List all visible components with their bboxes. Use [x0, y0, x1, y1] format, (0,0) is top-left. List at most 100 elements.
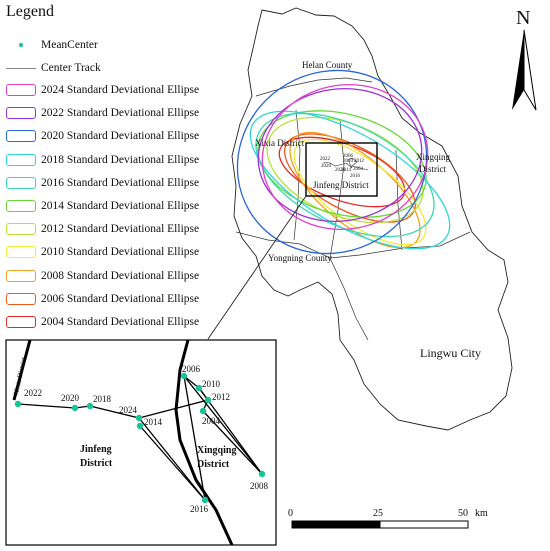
ellipse-swatch	[6, 130, 36, 143]
legend-label: 2024 Standard Deviational Ellipse	[41, 84, 200, 96]
ellipse-swatch	[6, 246, 36, 259]
main-year-label: 2012	[354, 159, 365, 164]
ellipse-2016	[255, 112, 435, 238]
legend-item-ellipse-2018: 2018 Standard Deviational Ellipse	[6, 152, 199, 168]
ellipse-2018	[249, 110, 451, 250]
scale-unit: km	[475, 508, 488, 519]
legend-item-center-track: Center Track	[6, 60, 101, 76]
mean-center-label-2016: 2016	[190, 504, 209, 514]
track-segment	[138, 417, 206, 501]
inset-jinfeng-xingqing-boundary	[174, 339, 234, 546]
inset-frame	[5, 339, 277, 546]
mean-center-2012	[204, 396, 212, 404]
label-xingqing-line2: District	[419, 164, 446, 174]
ellipse-swatch	[6, 200, 36, 212]
ellipse-swatch	[6, 223, 36, 236]
ellipse-2022	[257, 88, 423, 222]
track-segment	[138, 399, 209, 419]
main-year-labels: 2022 2020 2024 2014 2012 2004 2006 2010 …	[320, 154, 365, 179]
track-segment	[139, 425, 206, 501]
mean-center-2006	[180, 372, 188, 380]
legend-label: Center Track	[41, 62, 101, 74]
leader-line	[207, 195, 307, 340]
north-arrow-right-half	[523, 29, 537, 111]
main-year-label: 2020	[321, 164, 332, 169]
mean-center-label-2024: 2024	[119, 405, 138, 415]
ellipse-swatch	[6, 269, 36, 282]
legend-label: 2004 Standard Deviational Ellipse	[41, 316, 200, 328]
label-xixia-district: Xixia District	[255, 138, 305, 148]
ellipse-swatch	[6, 292, 36, 305]
inset-xingqing-line1: Xingqing	[197, 445, 236, 456]
legend-item-ellipse-2014: 2014 Standard Deviational Ellipse	[6, 198, 199, 214]
inset-jinfeng-line1: Jinfeng	[80, 444, 112, 455]
legend-label: MeanCenter	[41, 39, 98, 51]
label-lingwu-city: Lingwu City	[420, 346, 481, 360]
mean-center-label-2020: 2020	[61, 393, 80, 403]
mean-center-2024	[135, 414, 143, 422]
mean-center-2004	[199, 407, 207, 415]
track-segment	[183, 375, 206, 501]
ellipse-2024	[261, 83, 429, 231]
scale-bar: 0 25 50 km	[288, 508, 488, 529]
legend-item-ellipse-2010: 2010 Standard Deviational Ellipse	[6, 244, 199, 260]
track-segment	[89, 405, 140, 419]
main-year-label: 2010	[343, 159, 354, 164]
ellipses-layer	[236, 69, 451, 255]
north-letter: N	[516, 7, 530, 29]
track-segment	[183, 375, 200, 389]
legend-label: 2016 Standard Deviational Ellipse	[41, 176, 200, 189]
label-helan-county: Helan County	[302, 60, 353, 70]
mean-center-2016	[201, 496, 209, 504]
main-center-track	[322, 157, 369, 171]
ellipse-swatch	[6, 176, 36, 189]
legend-item-ellipse-2024: 2024 Standard Deviational Ellipse	[6, 82, 199, 98]
main-year-label: 2024	[335, 168, 346, 173]
inset-map: Xixia District Jinfeng District Xingqing…	[5, 339, 277, 546]
legend-label: 2012 Standard Deviational Ellipse	[41, 223, 200, 236]
main-year-label: 2006	[343, 154, 354, 159]
scale-tick-25: 25	[373, 508, 383, 519]
mean-center-label-2012: 2012	[212, 392, 230, 402]
mean-center-2010	[195, 384, 203, 392]
ellipse-swatch	[6, 84, 36, 96]
mean-center-label-2018: 2018	[93, 394, 112, 404]
inset-xingqing-line2: District	[197, 459, 230, 470]
mean-center-2008	[258, 470, 266, 478]
mean-center-2014	[136, 422, 144, 430]
legend-label: 2020 Standard Deviational Ellipse	[41, 130, 200, 143]
label-jinfeng-district: Jinfeng District	[313, 180, 369, 190]
inset-jinfeng-line2: District	[80, 458, 113, 469]
ellipse-swatch	[6, 153, 36, 166]
mean-center-symbol	[6, 39, 36, 51]
scale-tick-0: 0	[288, 508, 293, 519]
track-segment	[17, 403, 76, 409]
legend-item-ellipse-2020: 2020 Standard Deviational Ellipse	[6, 128, 199, 144]
ellipse-swatch	[6, 316, 36, 328]
legend-item-ellipse-2008: 2008 Standard Deviational Ellipse	[6, 268, 199, 284]
mean-center-label-2008: 2008	[250, 481, 269, 491]
legend-item-ellipse-2004: 2004 Standard Deviational Ellipse	[6, 314, 199, 330]
label-yongning-county: Yongning County	[268, 253, 332, 263]
track-segment	[202, 410, 263, 475]
mean-center-label-2010: 2010	[202, 379, 221, 389]
mean-center-label-2006: 2006	[182, 364, 201, 374]
north-arrow: N	[512, 7, 537, 111]
mean-center-label-2004: 2004	[202, 416, 221, 426]
map-legend: Legend MeanCenter Center Track 2024 Stan…	[0, 0, 235, 340]
legend-title: Legend	[6, 3, 54, 20]
mean-center-label-2014: 2014	[144, 417, 163, 427]
main-year-label: 2004	[353, 167, 364, 172]
legend-item-ellipse-2022: 2022 Standard Deviational Ellipse	[6, 105, 199, 121]
ellipse-swatch	[6, 107, 36, 120]
label-xingqing-line1: Xingqing	[416, 152, 451, 162]
ellipse-2014	[257, 110, 427, 218]
inset-extent-box	[305, 142, 378, 197]
legend-item-ellipse-2006: 2006 Standard Deviational Ellipse	[6, 291, 199, 307]
legend-item-ellipse-2016: 2016 Standard Deviational Ellipse	[6, 175, 199, 191]
legend-label: 2014 Standard Deviational Ellipse	[41, 200, 200, 212]
mean-center-2018	[86, 402, 94, 410]
main-year-label: 2022	[320, 157, 331, 162]
